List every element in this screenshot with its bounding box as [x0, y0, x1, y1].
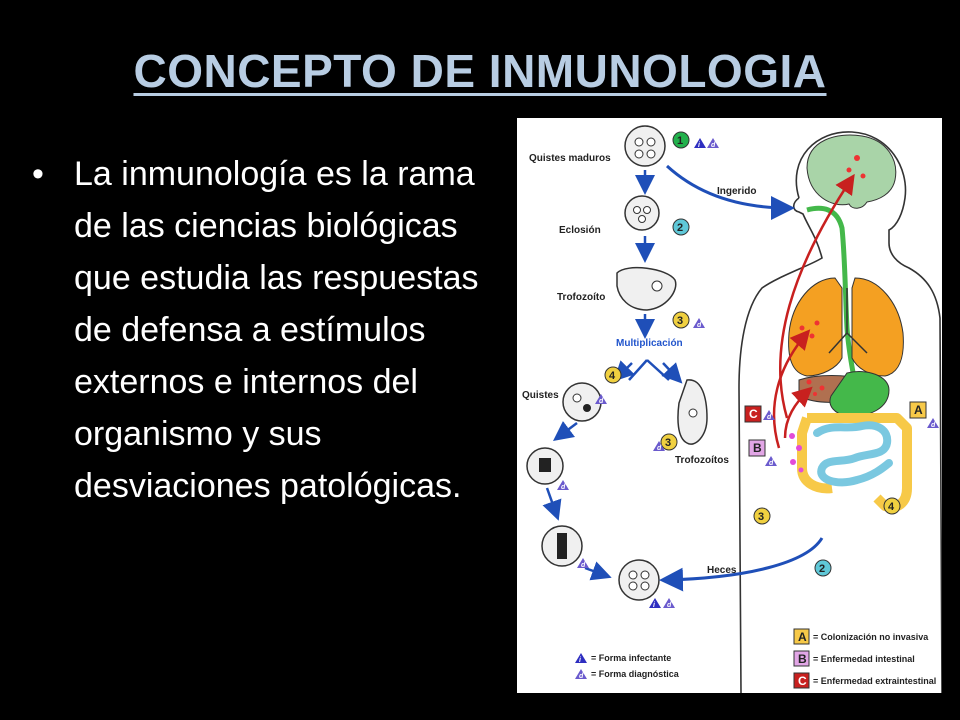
svg-text:d: d [561, 484, 566, 491]
svg-text:d: d [697, 322, 702, 329]
invasion-dots [789, 433, 804, 473]
svg-text:= Forma diagnóstica: = Forma diagnóstica [591, 669, 680, 679]
svg-text:d: d [931, 422, 936, 429]
svg-text:A: A [798, 630, 807, 644]
arrow-to-brain [778, 173, 855, 419]
svg-text:4: 4 [888, 501, 895, 513]
svg-text:i: i [698, 142, 701, 149]
diagram-svg: Quistes maduros Eclosión Trofozoíto Mult… [522, 125, 942, 693]
svg-text:C: C [798, 674, 807, 688]
feces-cyst [618, 559, 660, 601]
bullet-marker: • [32, 155, 44, 193]
slide-title: CONCEPTO DE INMUNOLOGIA [133, 45, 827, 97]
label-trofozoitos: Trofozoítos [675, 455, 729, 466]
label-quistes: Quistes [522, 390, 559, 401]
svg-text:i: i [653, 602, 656, 609]
svg-text:d: d [667, 602, 672, 609]
svg-text:B: B [798, 652, 807, 666]
life-cycle-diagram: Quistes maduros Eclosión Trofozoíto Mult… [517, 118, 942, 693]
box-a-body: A d [909, 401, 939, 429]
hatching-cyst [624, 195, 660, 231]
svg-text:d: d [657, 445, 662, 452]
bullet-text: La inmunología es la rama de las ciencia… [74, 155, 479, 505]
human-body [738, 131, 942, 693]
cyst-stage [562, 382, 602, 422]
step-3-body: 3 [753, 507, 771, 525]
trophozoite [616, 266, 677, 311]
arrow-to-liver [783, 386, 813, 439]
svg-text:B: B [753, 441, 762, 455]
svg-text:A: A [914, 403, 923, 417]
svg-text:2: 2 [677, 222, 683, 234]
label-eclosion: Eclosión [559, 225, 601, 236]
svg-text:C: C [749, 407, 758, 421]
step-3-mid: 3 [660, 433, 678, 451]
step-4-left: 4 [604, 366, 622, 384]
triangle-i-top: i [694, 138, 706, 149]
step-2-top: 2 [672, 218, 690, 236]
brain [806, 134, 897, 209]
svg-text:3: 3 [665, 437, 671, 449]
step-1: 1 [672, 131, 690, 149]
label-heces: Heces [707, 565, 737, 576]
legend-b: B = Enfermedad intestinal [793, 650, 915, 667]
step-3-top: 3 [672, 311, 690, 329]
triangle-d-c2: d [557, 480, 569, 491]
infection-dots [799, 155, 866, 396]
arrow-cyst-down [553, 421, 578, 441]
box-c-body: C d [744, 405, 775, 423]
svg-text:1: 1 [677, 135, 683, 147]
cyst-stage-2 [526, 447, 564, 485]
mature-cyst [624, 125, 666, 167]
svg-text:d: d [579, 673, 584, 680]
arrow-feces [659, 537, 824, 592]
arrow-cyst-2-down [542, 487, 562, 521]
left-lung [788, 277, 843, 377]
trophozoites [677, 379, 708, 445]
triangle-d-top: d [707, 138, 719, 149]
stomach [829, 371, 890, 417]
label-ingerido: Ingerido [717, 186, 756, 197]
triangle-d-q: d [595, 394, 607, 405]
arrow-ingested [665, 164, 795, 220]
svg-text:= Enfermedad extraintestinal: = Enfermedad extraintestinal [813, 676, 936, 686]
arrow-split-right [661, 362, 683, 384]
arrow-to-feces-cyst [584, 561, 612, 581]
triangle-d-3: d [693, 318, 705, 329]
svg-text:d: d [581, 562, 586, 569]
legend-a: A = Colonización no invasiva [793, 628, 929, 645]
bullet-item: • La inmunología es la rama de las cienc… [32, 148, 487, 512]
legend-diagnostica: d = Forma diagnóstica [575, 669, 680, 680]
step-4-body: 4 [883, 497, 901, 515]
legend-c: C = Enfermedad extraintestinal [793, 672, 936, 689]
svg-text:3: 3 [677, 315, 683, 327]
svg-text:d: d [599, 398, 604, 405]
svg-text:= Forma infectante: = Forma infectante [591, 653, 671, 663]
step-2-body: 2 [814, 559, 832, 577]
triangle-d-c3: d [577, 558, 589, 569]
svg-text:4: 4 [609, 370, 616, 382]
cyst-stage-3 [541, 525, 583, 567]
label-quistes-maduros: Quistes maduros [529, 153, 611, 164]
triangle-i-heces: i [649, 598, 661, 609]
trachea [828, 288, 868, 354]
svg-text:d: d [769, 460, 774, 467]
svg-text:3: 3 [758, 511, 764, 523]
label-multiplicacion: Multiplicación [616, 338, 683, 349]
small-intestine [813, 421, 893, 487]
svg-text:= Colonización no invasiva: = Colonización no invasiva [813, 632, 929, 642]
arrow-to-lungs [772, 329, 811, 449]
svg-text:i: i [579, 657, 582, 664]
svg-text:2: 2 [819, 563, 825, 575]
svg-text:= Enfermedad intestinal: = Enfermedad intestinal [813, 654, 915, 664]
label-trofozoito: Trofozoíto [557, 292, 605, 303]
triangle-d-heces: d [663, 598, 675, 609]
right-lung [851, 277, 904, 377]
box-b-body: B d [748, 439, 777, 467]
svg-text:d: d [767, 414, 772, 421]
legend-infectante: i = Forma infectante [575, 653, 671, 664]
triangle-d-t: d [653, 441, 665, 452]
svg-text:d: d [711, 142, 716, 149]
